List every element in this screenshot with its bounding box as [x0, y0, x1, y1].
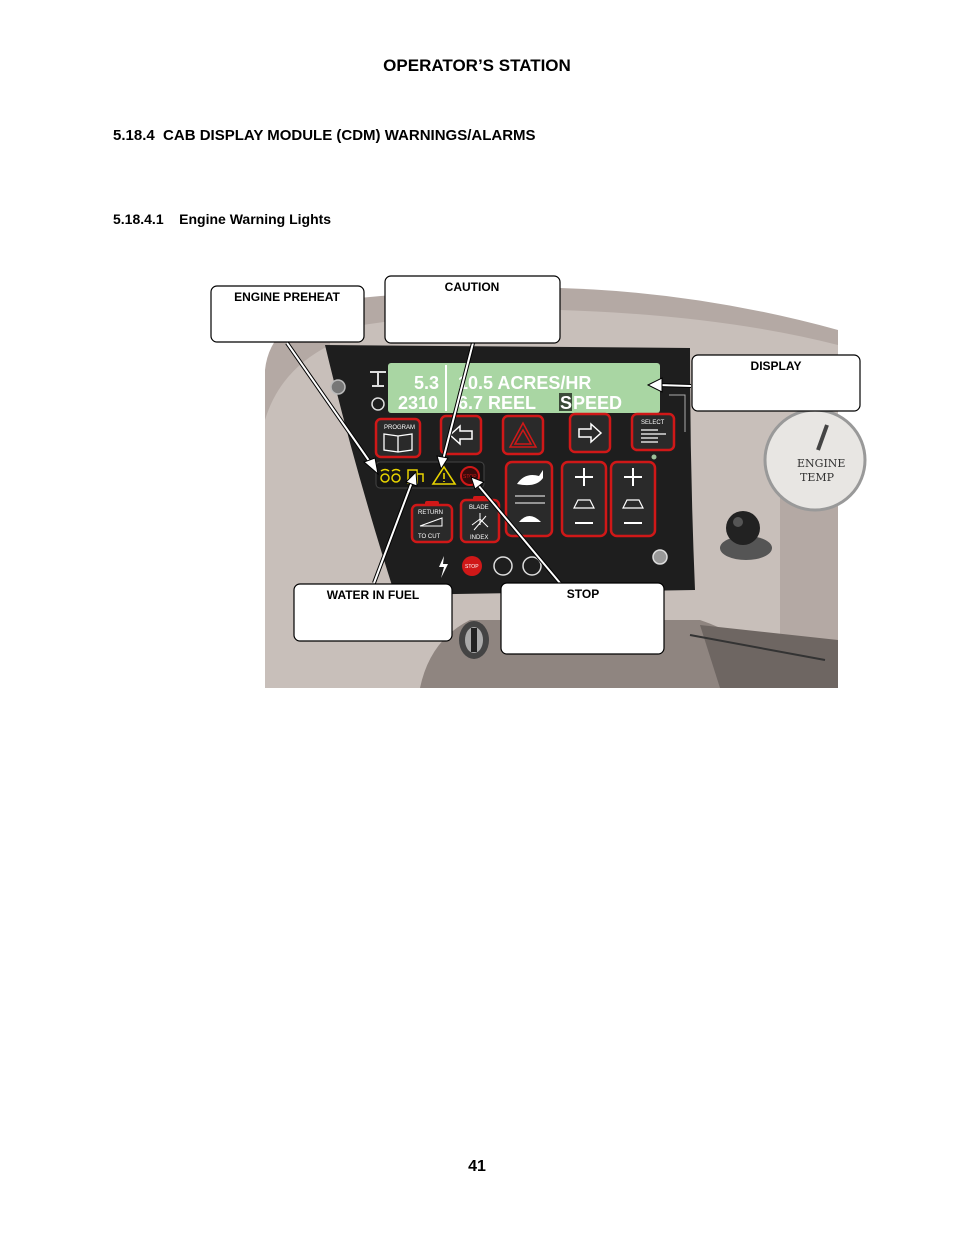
lcd-display: 5.3 10.5 ACRES/HR 2310 6.7 REEL S PEED [388, 363, 660, 413]
lift-rocker-right[interactable] [609, 460, 657, 538]
svg-text:ENGINE PREHEAT: ENGINE PREHEAT [234, 290, 340, 304]
lift-rocker-left[interactable] [560, 460, 608, 538]
lcd-row2-left: 2310 [398, 393, 438, 413]
svg-text:CAUTION: CAUTION [445, 280, 500, 294]
ignition-key-switch[interactable] [459, 621, 489, 659]
temperature-icon [522, 556, 542, 576]
indicator-dot-icon [651, 454, 657, 460]
lcd-cursor-char: S [560, 393, 572, 413]
arrowheads [363, 377, 663, 490]
panel-screw-icon [330, 379, 346, 395]
section-heading: 5.18.4 CAB DISPLAY MODULE (CDM) WARNINGS… [113, 127, 536, 144]
page-header: OPERATOR’S STATION [383, 56, 571, 75]
engine-icon [371, 397, 385, 411]
subsection-heading: 5.18.4.1 Engine Warning Lights [113, 211, 332, 227]
oil-pressure-icon [493, 556, 513, 576]
callout-caution: CAUTION [384, 275, 561, 344]
plus-icon [575, 468, 593, 486]
engine-preheat-icon [380, 468, 401, 483]
lcd-row2-end: PEED [573, 393, 622, 413]
svg-text:PROGRAM: PROGRAM [384, 425, 415, 431]
svg-text:DISPLAY: DISPLAY [751, 359, 802, 373]
svg-text:STOP: STOP [465, 564, 479, 570]
program-button[interactable]: PROGRAM [374, 417, 422, 459]
engine-temp-gauge: ENGINE TEMP [763, 408, 867, 512]
svg-text:TO CUT: TO CUT [418, 534, 441, 540]
hazard-button[interactable] [501, 414, 545, 456]
caution-icon [431, 465, 457, 485]
svg-text:STOP: STOP [567, 587, 599, 601]
turtle-icon [519, 516, 541, 522]
svg-text:RETURN: RETURN [418, 510, 443, 516]
mower-deck-icon [622, 499, 644, 509]
lcd-row2-mid: 6.7 REEL [458, 393, 541, 413]
lcd-cursor [559, 393, 572, 411]
page-number: 41 [468, 1158, 486, 1175]
callout-engine-preheat: ENGINE PREHEAT [210, 285, 365, 343]
right-arrow-button[interactable] [568, 412, 612, 454]
plus-icon [624, 468, 642, 486]
mower-deck-icon [573, 499, 595, 509]
stop-light [462, 556, 482, 576]
select-button[interactable]: SELECT [630, 412, 676, 452]
panel-screw-icon [652, 549, 668, 565]
svg-text:ENGINE: ENGINE [797, 457, 845, 470]
svg-text:BLADE: BLADE [469, 505, 489, 511]
return-to-cut-button[interactable]: RETURN TO CUT [410, 501, 454, 544]
lcd-row1-right: 10.5 ACRES/HR [458, 373, 591, 393]
svg-text:STOP: STOP [463, 474, 477, 480]
callout-display: DISPLAY [691, 354, 861, 412]
leader-lines-inner [286, 342, 692, 584]
svg-text:INDEX: INDEX [470, 535, 488, 541]
callout-stop: STOP [500, 582, 665, 655]
svg-text:WATER IN FUEL: WATER IN FUEL [327, 588, 419, 602]
speed-rocker-switch[interactable] [504, 460, 554, 538]
thermometer-icon [816, 424, 829, 451]
left-arrow-icon [448, 424, 473, 446]
blade-index-button[interactable]: BLADE INDEX [459, 496, 501, 544]
charge-icon [439, 556, 448, 578]
warning-lights-cluster: STOP [375, 461, 485, 489]
lcd-row1-left: 5.3 [414, 373, 439, 393]
callout-water-in-fuel: WATER IN FUEL [293, 583, 453, 642]
rabbit-icon [517, 470, 543, 486]
hazard-icon [508, 421, 538, 448]
svg-text:SELECT: SELECT [641, 420, 665, 426]
seat-icon [370, 371, 386, 387]
joystick-knob[interactable] [720, 511, 772, 560]
right-arrow-icon [578, 422, 603, 444]
svg-text:TEMP: TEMP [800, 471, 835, 484]
cab-display-figure: 5.3 10.5 ACRES/HR 2310 6.7 REEL S PEED P… [210, 275, 867, 688]
